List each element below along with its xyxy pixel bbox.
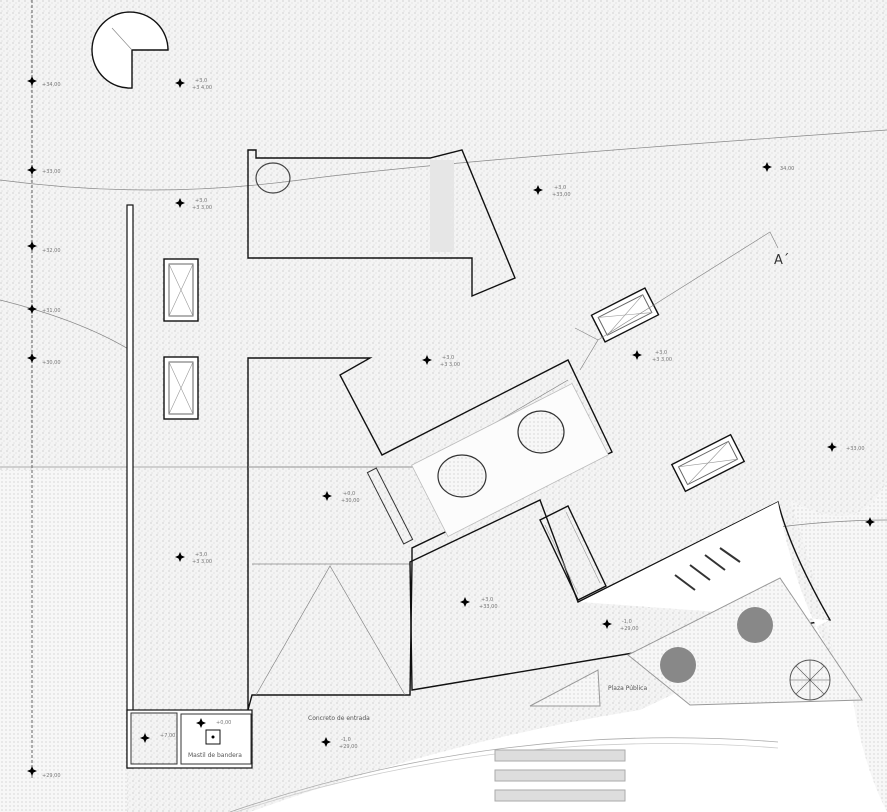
svg-text:+0,00: +0,00 <box>216 720 231 726</box>
axis-level-mark: +33,00 <box>27 165 61 175</box>
svg-text:+7,00: +7,00 <box>160 733 175 739</box>
svg-text:+3 3,00: +3 3,00 <box>652 357 672 363</box>
tree-detail <box>790 660 830 700</box>
svg-text:+0,0: +0,0 <box>343 491 355 497</box>
contour-line <box>0 129 887 191</box>
svg-text:+29,00: +29,00 <box>620 626 639 632</box>
triangle-paving <box>255 565 406 696</box>
tree <box>660 647 696 683</box>
svg-text:+3,0: +3,0 <box>195 78 207 84</box>
svg-text:+3 3,00: +3 3,00 <box>440 362 460 368</box>
level-mark: +3,0+33,00 <box>460 597 498 610</box>
level-mark: +3,0+33,00 <box>533 185 571 198</box>
skylight <box>590 287 660 343</box>
plaza-planter <box>529 669 601 707</box>
bench <box>366 467 414 545</box>
skylight <box>670 433 746 493</box>
tree <box>255 162 291 194</box>
svg-text:+30,00: +30,00 <box>341 498 360 504</box>
axis-level-mark: +29,00 <box>27 766 61 779</box>
svg-text:+33,00: +33,00 <box>479 604 498 610</box>
svg-text:+3 3,00: +3 3,00 <box>192 559 212 565</box>
axis-level-mark: +32,00 <box>27 241 61 254</box>
svg-text:34,00: 34,00 <box>780 166 794 172</box>
skylight <box>163 356 199 420</box>
level-mark: +33,00 <box>827 442 865 452</box>
entrance-label: Concreto de entrada <box>308 715 370 722</box>
svg-text:+29,00: +29,00 <box>339 744 358 750</box>
road-edge <box>229 737 779 812</box>
level-mark: -1,0+29,00 <box>602 619 639 632</box>
svg-text:-1,0: -1,0 <box>622 619 632 625</box>
svg-text:+30,00: +30,00 <box>42 360 61 366</box>
level-mark: 34,00 <box>762 162 794 172</box>
svg-text:+31,00: +31,00 <box>42 308 61 314</box>
axis-level-mark: +30,00 <box>27 353 61 366</box>
quarter-cut-planter <box>91 11 169 89</box>
planter-box <box>130 712 178 765</box>
crosswalk-stripe <box>494 749 626 762</box>
level-mark: +3,0+3 3,00 <box>422 355 460 368</box>
svg-text:+34,00: +34,00 <box>42 82 61 88</box>
section-cut-line <box>574 231 779 371</box>
right-terrain <box>790 480 887 812</box>
svg-text:+3,0: +3,0 <box>655 350 667 356</box>
tree <box>737 607 773 643</box>
level-mark: +7,00 <box>140 733 175 743</box>
level-mark: +0,0+30,00 <box>322 491 360 504</box>
bike-rack <box>674 547 741 591</box>
upper-building <box>247 149 516 298</box>
level-mark: -1,0+29,00 <box>321 737 358 750</box>
plaza-label: Plaza Pública <box>608 685 647 692</box>
axis-level-mark: +34,00 <box>27 76 61 88</box>
skylight <box>539 505 607 601</box>
svg-text:+33,00: +33,00 <box>846 446 865 452</box>
crosswalk-stripe <box>494 769 626 782</box>
axis-level-mark: +31,00 <box>27 304 61 314</box>
contour-line <box>0 299 131 351</box>
svg-text:+33,00: +33,00 <box>42 169 61 175</box>
skylight <box>163 258 199 322</box>
svg-text:+29,00: +29,00 <box>42 773 61 779</box>
crosswalk-stripe <box>494 789 626 802</box>
level-mark: +3,0+3 4,00 <box>175 78 212 91</box>
tree <box>517 410 565 454</box>
tree <box>437 454 487 498</box>
level-mark: +3,0+3 3,00 <box>175 552 212 565</box>
planter-detail <box>111 27 133 51</box>
flagpole-label: Mastil de bandera <box>188 752 242 759</box>
level-mark: +0,00 <box>196 718 231 728</box>
long-boundary-wall <box>126 204 134 769</box>
lower-block <box>409 499 832 691</box>
svg-text:+3,0: +3,0 <box>195 552 207 558</box>
lower-left-terrain <box>0 470 127 812</box>
svg-text:+3,0: +3,0 <box>195 198 207 204</box>
svg-text:+3,0: +3,0 <box>554 185 566 191</box>
upper-building-ramp <box>430 160 454 252</box>
skylight-cross <box>544 511 601 595</box>
svg-text:-1,0: -1,0 <box>341 737 351 743</box>
svg-text:+3 4,00: +3 4,00 <box>192 85 212 91</box>
flagpole-icon <box>211 735 215 739</box>
svg-text:+33,00: +33,00 <box>552 192 571 198</box>
svg-text:+32,00: +32,00 <box>42 248 61 254</box>
level-mark: +3,0+3 3,00 <box>175 198 212 211</box>
level-mark: +3,0+3 3,00 <box>632 350 672 363</box>
svg-text:+3,0: +3,0 <box>442 355 454 361</box>
svg-text:+3 3,00: +3 3,00 <box>192 205 212 211</box>
svg-text:+3,0: +3,0 <box>481 597 493 603</box>
section-marker: A´ <box>774 253 789 268</box>
public-plaza-area <box>250 502 887 812</box>
